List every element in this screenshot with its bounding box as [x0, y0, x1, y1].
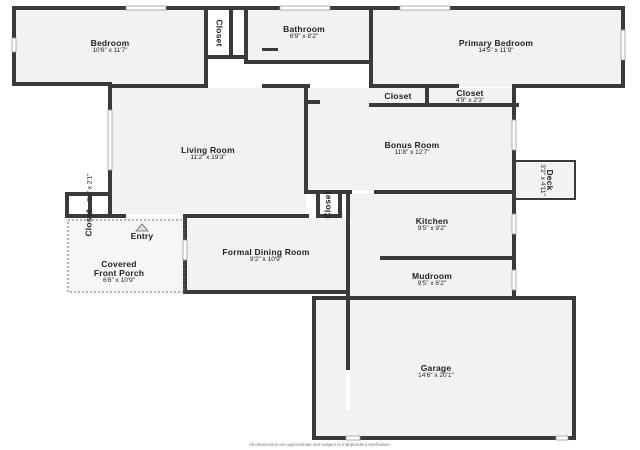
room-entry: Entry — [131, 232, 154, 241]
room-mudroom: Mudroom 9'5" x 6'2" — [412, 272, 452, 288]
room-dimensions: 11'8" x 12'7" — [394, 148, 430, 156]
room-name: Closet — [214, 19, 225, 47]
room-dimensions: 11'2" x 19'3" — [190, 153, 226, 161]
room-dimensions: 3'2" x 4'11" — [538, 164, 546, 196]
room-bonus-room: Bonus Room 11'8" x 12'7" — [385, 141, 440, 157]
room-dimensions: 4'9" x 2'3" — [455, 96, 485, 104]
room-name: Primary Bedroom — [458, 38, 534, 48]
room-dimensions: 9'5" x 9'2" — [417, 224, 447, 232]
room-closet-mid: Closet — [322, 191, 333, 219]
room-dimensions: 3'4" x 2'1" — [86, 173, 94, 202]
room-dimensions: 6'9" x 8'2" — [289, 32, 319, 40]
room-name: Closet — [322, 191, 333, 219]
room-kitchen: Kitchen 9'5" x 9'2" — [416, 217, 449, 233]
room-name: Living Room — [181, 145, 235, 155]
room-dimensions: 9'5" x 6'2" — [417, 279, 447, 287]
room-name: Kitchen — [415, 216, 449, 226]
room-name-line1: Covered — [101, 259, 137, 269]
room-dimensions: 14'5" x 11'9" — [478, 46, 514, 54]
room-name: Garage — [420, 363, 452, 373]
room-deck: Deck 3'2" x 4'11" — [538, 164, 555, 196]
room-closet-entry: Closet 3'4" x 2'1" — [80, 173, 97, 236]
room-name: Formal Dining Room — [222, 247, 310, 257]
room-closet-top: Closet — [214, 19, 225, 47]
room-dimensions: 6'6" x 10'9" — [102, 276, 136, 284]
room-name: Entry — [130, 231, 154, 241]
room-garage: Garage 14'6" x 20'1" — [418, 364, 454, 380]
room-name: Closet — [456, 88, 484, 98]
room-primary-bedroom: Primary Bedroom 14'5" x 11'9" — [459, 39, 533, 55]
room-name-line2: Front Porch — [93, 267, 145, 278]
room-closet-left: Closet — [384, 92, 411, 101]
room-name: Deck — [544, 169, 555, 191]
room-name: Bathroom — [283, 24, 325, 34]
room-bedroom: Bedroom 10'6" x 11'7" — [91, 39, 130, 55]
room-name: Mudroom — [411, 271, 453, 281]
room-dimensions: 9'2" x 10'9" — [249, 255, 283, 263]
disclaimer-footer: All dimensions are approximate and subje… — [248, 442, 392, 447]
room-name: Closet — [384, 91, 412, 101]
door-openings — [126, 84, 374, 410]
room-name: Closet — [83, 209, 94, 237]
entry-arrow-icon — [135, 223, 149, 232]
windows — [11, 5, 626, 441]
room-living-room: Living Room 11'2" x 19'3" — [181, 146, 235, 162]
room-name: Bedroom — [90, 38, 130, 48]
room-dimensions: 14'6" x 20'1" — [418, 371, 454, 379]
room-covered-front-porch: Covered Front Porch 6'6" x 10'9" — [94, 260, 144, 285]
room-closet-right: Closet 4'9" x 2'3" — [456, 89, 484, 105]
room-formal-dining-room: Formal Dining Room 9'2" x 10'9" — [222, 248, 309, 264]
room-bathroom: Bathroom 6'9" x 8'2" — [283, 25, 325, 41]
room-dimensions: 10'6" x 11'7" — [92, 46, 128, 54]
floor-fills — [14, 9, 622, 438]
room-name: Bonus Room — [384, 140, 440, 150]
